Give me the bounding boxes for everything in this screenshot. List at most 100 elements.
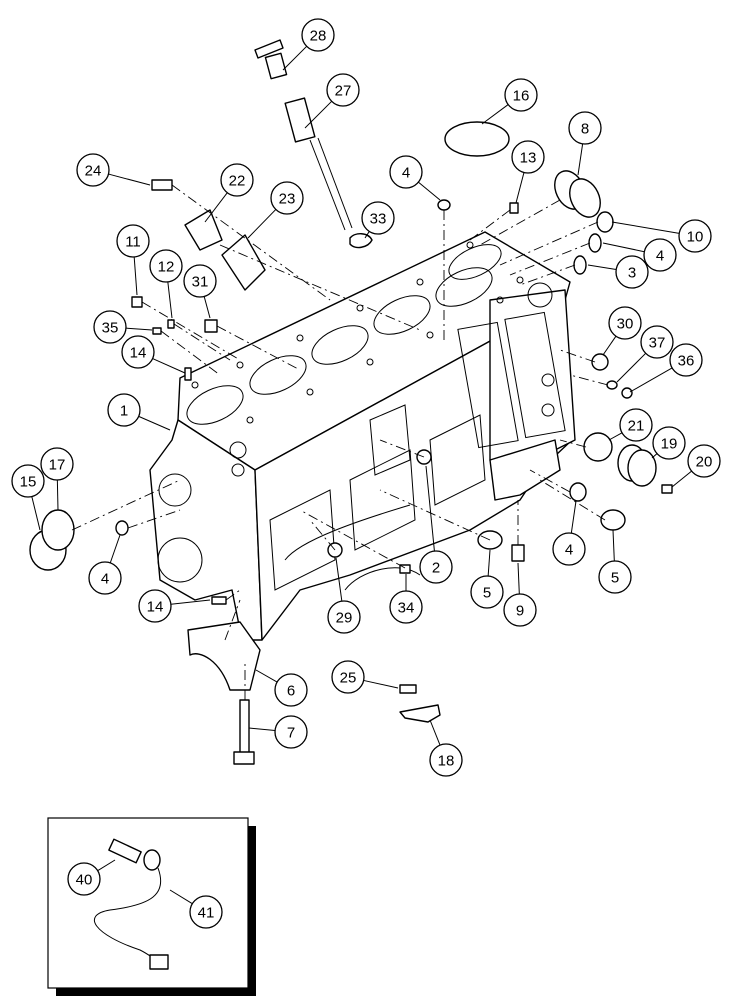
callout-3: 3	[587, 255, 649, 289]
callout-5: 5	[470, 549, 504, 609]
callout-number: 27	[335, 83, 352, 100]
callout-circle	[274, 673, 308, 707]
leader-line	[335, 557, 343, 602]
callout-circle	[220, 163, 254, 197]
bolt-24	[151, 179, 173, 191]
callout-number: 16	[513, 88, 530, 105]
plug-12	[167, 319, 175, 329]
callout-circle	[470, 575, 504, 609]
leader-line	[247, 209, 277, 239]
callout-11: 11	[116, 224, 150, 296]
callout-circle	[511, 140, 545, 174]
callout-number: 19	[661, 436, 678, 453]
callout-circle	[183, 264, 217, 298]
callout-10: 10	[611, 219, 712, 253]
callout-23: 23	[247, 181, 304, 239]
callout-circle	[107, 393, 141, 427]
callout-number: 41	[198, 905, 215, 922]
callout-4: 4	[88, 534, 122, 595]
callout-number: 30	[617, 316, 634, 333]
cover-plate-22	[184, 209, 223, 251]
callout-number: 23	[279, 191, 296, 208]
leader-line	[602, 335, 617, 356]
callout-number: 21	[628, 418, 645, 435]
leader-line	[167, 281, 173, 319]
callout-7: 7	[248, 715, 308, 749]
callout-22: 22	[204, 163, 254, 223]
callout-number: 11	[125, 234, 141, 251]
plug-30	[591, 353, 609, 371]
callout-number: 22	[229, 173, 246, 190]
bearing-cap-6	[187, 621, 261, 691]
callout-number: 34	[398, 600, 415, 617]
callout-circle	[138, 589, 172, 623]
callout-number: 20	[696, 454, 713, 471]
callout-18: 18	[429, 719, 463, 777]
callout-13: 13	[511, 140, 545, 204]
callout-29: 29	[327, 557, 361, 634]
callout-circle	[608, 306, 642, 340]
leader-line	[204, 192, 228, 223]
callout-number: 31	[192, 274, 209, 291]
callout-number: 1	[120, 403, 128, 420]
callout-number: 24	[85, 163, 102, 180]
callout-circle	[76, 153, 110, 187]
leader-line	[651, 453, 658, 459]
leader-line	[481, 104, 509, 125]
callout-number: 5	[483, 585, 491, 602]
ring-4-left	[115, 520, 129, 536]
cylinder-block	[149, 231, 576, 641]
callout-circle	[326, 73, 360, 107]
callout-4: 4	[602, 238, 677, 272]
callout-circle	[274, 715, 308, 749]
leader-line	[429, 719, 441, 746]
dowel-14-upper	[184, 367, 192, 381]
leader-line	[133, 256, 138, 296]
callout-number: 4	[656, 248, 664, 265]
plug-11	[131, 296, 143, 308]
callout-number: 10	[687, 229, 704, 246]
callout-number: 4	[402, 165, 410, 182]
callout-circle	[88, 561, 122, 595]
callout-27: 27	[304, 73, 360, 129]
leader-line	[671, 470, 692, 488]
callout-circle	[619, 408, 653, 442]
bolt-7	[233, 699, 255, 765]
callout-number: 4	[101, 571, 109, 588]
callout-1: 1	[107, 393, 171, 431]
leader-line	[56, 479, 59, 511]
callout-number: 6	[287, 683, 295, 700]
callout-number: 2	[432, 560, 440, 577]
callout-30: 30	[602, 306, 642, 356]
callout-number: 7	[287, 725, 295, 742]
leader-line	[125, 327, 153, 331]
dowel-14-lower	[211, 596, 227, 605]
callout-circle	[568, 111, 602, 145]
bolt-20	[661, 484, 673, 494]
plug-4-upper	[588, 233, 602, 253]
callout-circle	[429, 743, 463, 777]
cylinder-bores	[186, 244, 502, 425]
ring-4-top	[437, 199, 451, 211]
harness-41	[93, 867, 169, 970]
callout-circle	[687, 444, 721, 478]
leader-line	[203, 296, 211, 319]
dowel-13	[509, 202, 519, 214]
callout-circle	[67, 862, 101, 896]
dipstick-tube	[284, 97, 353, 231]
heater-element-40	[108, 838, 161, 871]
callout-number: 40	[76, 872, 93, 889]
callout-8: 8	[568, 111, 602, 176]
leader-line	[109, 534, 121, 564]
leader-line	[170, 599, 211, 605]
callout-2: 2	[419, 465, 453, 584]
callout-35: 35	[93, 310, 153, 344]
callout-circle	[93, 310, 127, 344]
callout-circle	[678, 219, 712, 253]
callout-14: 14	[138, 589, 211, 623]
plug-36	[621, 387, 633, 399]
leader-line	[169, 889, 193, 905]
callout-circle	[652, 426, 686, 460]
callout-16: 16	[481, 78, 538, 125]
